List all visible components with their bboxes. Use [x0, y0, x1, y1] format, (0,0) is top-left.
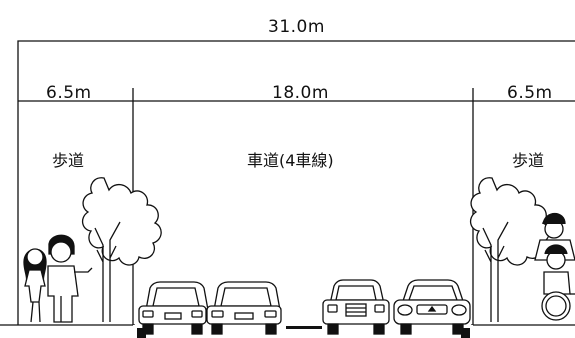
curb-right	[461, 328, 470, 338]
car-rear-icon	[206, 281, 282, 335]
pedestrian-couple-icon	[23, 234, 93, 323]
road-pavement	[133, 325, 473, 338]
car-front-icon	[393, 279, 471, 335]
car-rear-icon	[138, 281, 209, 335]
roadway-width-label: 18.0m	[272, 83, 329, 103]
car-front-icon	[322, 279, 390, 335]
total-width-bracket	[17, 40, 575, 325]
tree-icon	[81, 177, 162, 322]
lane-mark	[286, 326, 322, 329]
right-sidewalk-label: 歩道	[512, 151, 545, 170]
left-sidewalk-label: 歩道	[52, 151, 85, 170]
curb-left	[137, 328, 146, 338]
tree-icon	[469, 177, 550, 322]
roadway-label: 車道(4車線)	[247, 151, 334, 170]
right-sidewalk-width-label: 6.5m	[507, 83, 553, 103]
left-sidewalk-width-label: 6.5m	[46, 83, 92, 103]
total-width-label: 31.0m	[268, 17, 325, 37]
wheelchair-user-icon	[534, 212, 575, 321]
